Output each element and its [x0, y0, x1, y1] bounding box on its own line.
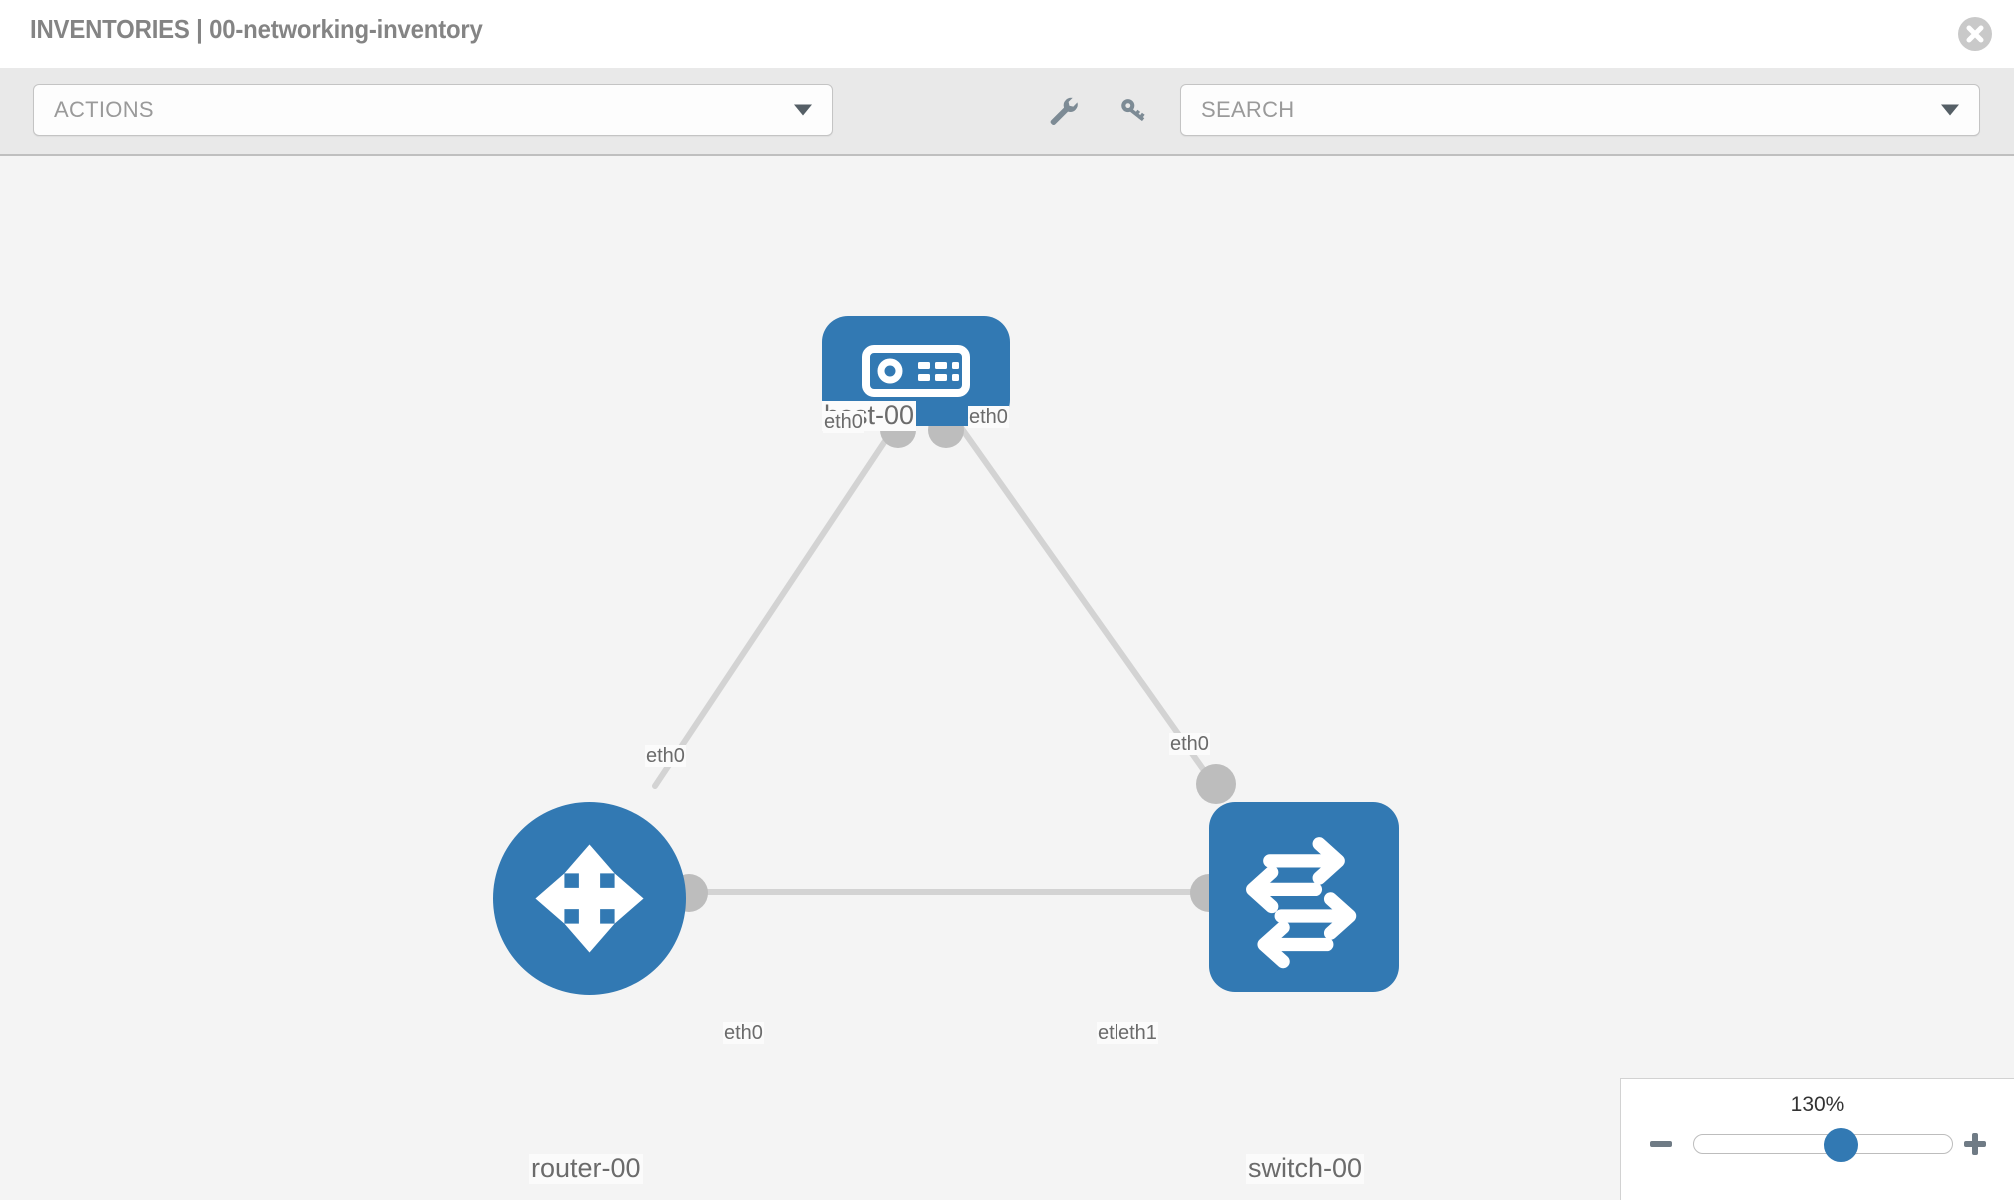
iface-label-switch-eth1-left: eth1: [1117, 1022, 1158, 1044]
search-input-placeholder: SEARCH: [1201, 97, 1295, 122]
search-input[interactable]: SEARCH: [1180, 84, 1980, 136]
switch-arrows-icon: [1246, 837, 1357, 969]
iface-label-router-eth0-right: eth0: [723, 1022, 764, 1044]
node-switch-00[interactable]: [1209, 802, 1399, 992]
router-arrows-icon: [535, 844, 644, 953]
toolbar: ACTIONS SEARCH: [0, 68, 2014, 156]
page-title: INVENTORIES | 00-networking-inventory: [30, 14, 483, 44]
plus-icon[interactable]: [1962, 1131, 1988, 1157]
node-label-router-00: router-00: [529, 1153, 643, 1184]
topology-links-layer: [652, 423, 1218, 895]
zoom-level-value: 130%: [1790, 1093, 1845, 1116]
iface-label-host-eth0-left: eth0: [823, 411, 864, 433]
iface-label-host-eth0-right: eth0: [968, 406, 1009, 428]
window-header: INVENTORIES | 00-networking-inventory: [0, 0, 2014, 68]
wrench-icon[interactable]: [1047, 94, 1081, 128]
iface-label-switch-eth0-up: eth0: [1169, 733, 1210, 755]
minus-icon[interactable]: [1648, 1131, 1674, 1157]
chevron-down-icon: [1941, 104, 1959, 116]
chevron-down-icon: [794, 104, 812, 116]
key-icon[interactable]: [1117, 94, 1151, 128]
server-icon: [862, 345, 970, 397]
topology-canvas[interactable]: host-00 router-00 switch-00 eth0 eth0 et…: [0, 156, 2014, 1200]
actions-dropdown[interactable]: ACTIONS: [33, 84, 833, 136]
port-dot-switch-top[interactable]: [1196, 764, 1236, 804]
link-host-router: [652, 423, 898, 789]
actions-dropdown-label: ACTIONS: [54, 97, 154, 122]
iface-label-router-eth0-up: eth0: [645, 745, 686, 767]
node-label-switch-00: switch-00: [1246, 1153, 1365, 1184]
zoom-control-panel: 130%: [1620, 1078, 2014, 1200]
link-host-switch: [957, 423, 1218, 789]
zoom-slider-track[interactable]: [1693, 1128, 1953, 1162]
node-router-00[interactable]: [493, 802, 686, 995]
close-icon[interactable]: [1958, 17, 1992, 51]
zoom-slider-thumb[interactable]: [1824, 1128, 1858, 1162]
